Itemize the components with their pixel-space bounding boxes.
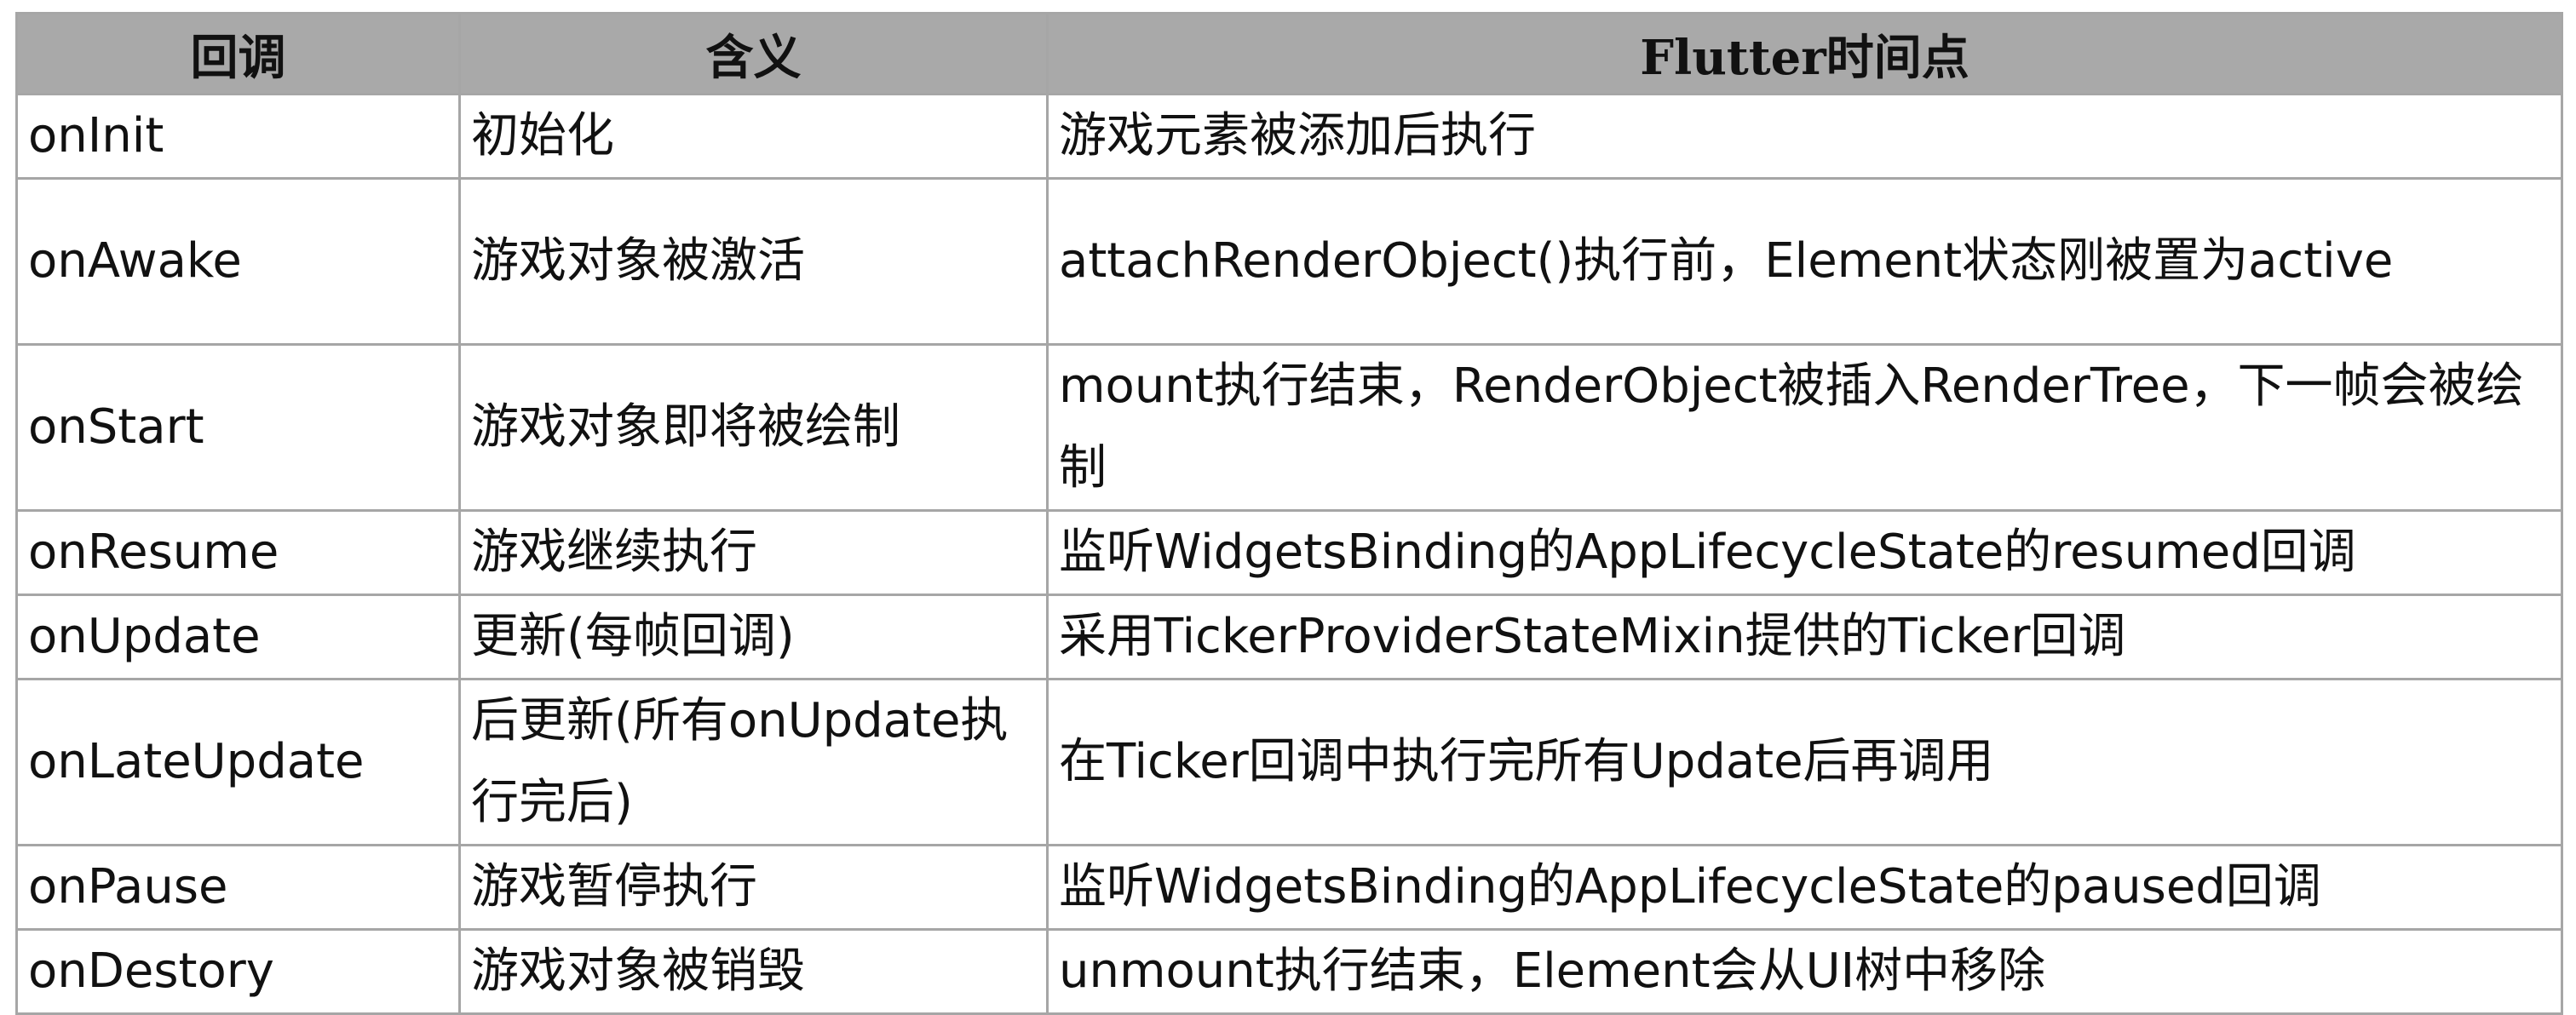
table-row: onPause 游戏暂停执行 监听WidgetsBinding的AppLifec… <box>15 844 2563 931</box>
cell-callback: onLateUpdate <box>15 678 461 846</box>
cell-meaning: 游戏对象被激活 <box>458 177 1049 346</box>
table-row: onStart 游戏对象即将被绘制 mount执行结束，RenderObject… <box>15 343 2563 512</box>
lifecycle-table-container: 回调 含义 Flutter时间点 onInit 初始化 游戏元素被添加后执行 o… <box>15 12 2563 1015</box>
cell-callback: onStart <box>15 343 461 512</box>
cell-callback: onInit <box>15 93 461 180</box>
cell-meaning: 游戏对象即将被绘制 <box>458 343 1049 512</box>
cell-flutter-timing: attachRenderObject()执行前，Element状态刚被置为act… <box>1046 177 2563 346</box>
cell-callback: onResume <box>15 509 461 596</box>
cell-callback: onUpdate <box>15 594 461 680</box>
table-row: onLateUpdate 后更新(所有onUpdate执行完后) 在Ticker… <box>15 678 2563 846</box>
cell-callback: onDestory <box>15 928 461 1015</box>
cell-meaning: 游戏对象被销毁 <box>458 928 1049 1015</box>
cell-meaning: 初始化 <box>458 93 1049 180</box>
cell-meaning: 游戏继续执行 <box>458 509 1049 596</box>
cell-flutter-timing: 采用TickerProviderStateMixin提供的Ticker回调 <box>1046 594 2563 680</box>
cell-flutter-timing: 监听WidgetsBinding的AppLifecycleState的pause… <box>1046 844 2563 931</box>
cell-flutter-timing: 监听WidgetsBinding的AppLifecycleState的resum… <box>1046 509 2563 596</box>
header-flutter-timing: Flutter时间点 <box>1046 12 2563 95</box>
lifecycle-table: 回调 含义 Flutter时间点 onInit 初始化 游戏元素被添加后执行 o… <box>15 12 2563 1015</box>
table-row: onUpdate 更新(每帧回调) 采用TickerProviderStateM… <box>15 594 2563 680</box>
header-meaning: 含义 <box>458 12 1049 95</box>
cell-meaning: 后更新(所有onUpdate执行完后) <box>458 678 1049 846</box>
table-row: onAwake 游戏对象被激活 attachRenderObject()执行前，… <box>15 177 2563 346</box>
cell-callback: onAwake <box>15 177 461 346</box>
table-header-row: 回调 含义 Flutter时间点 <box>15 12 2563 95</box>
cell-meaning: 游戏暂停执行 <box>458 844 1049 931</box>
header-callback: 回调 <box>15 12 461 95</box>
cell-flutter-timing: unmount执行结束，Element会从UI树中移除 <box>1046 928 2563 1015</box>
cell-flutter-timing: mount执行结束，RenderObject被插入RenderTree，下一帧会… <box>1046 343 2563 512</box>
cell-flutter-timing: 在Ticker回调中执行完所有Update后再调用 <box>1046 678 2563 846</box>
table-row: onResume 游戏继续执行 监听WidgetsBinding的AppLife… <box>15 509 2563 596</box>
cell-meaning: 更新(每帧回调) <box>458 594 1049 680</box>
cell-flutter-timing: 游戏元素被添加后执行 <box>1046 93 2563 180</box>
table-row: onInit 初始化 游戏元素被添加后执行 <box>15 93 2563 180</box>
cell-callback: onPause <box>15 844 461 931</box>
table-row: onDestory 游戏对象被销毁 unmount执行结束，Element会从U… <box>15 928 2563 1015</box>
